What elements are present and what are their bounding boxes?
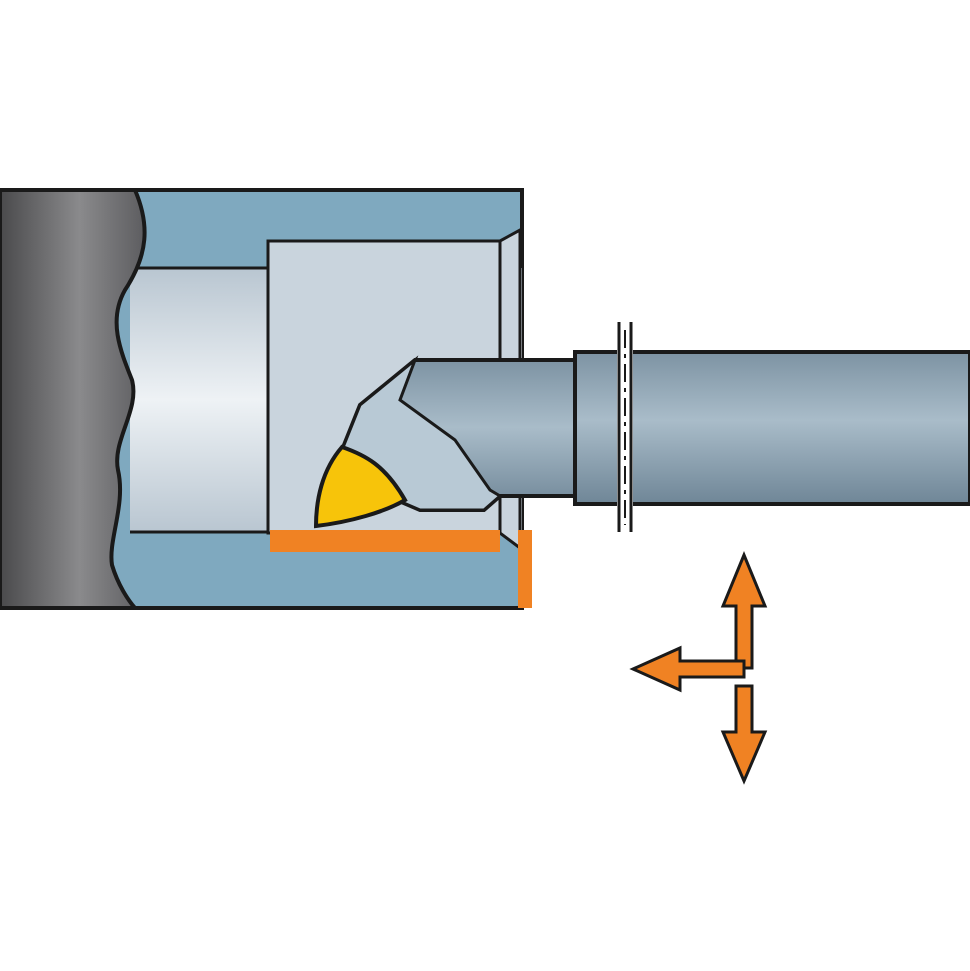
arrow-radial-up [720,551,768,670]
machined-face [518,530,532,608]
triangular-insert-icon [313,444,408,529]
chuck-section [0,188,147,610]
machined-surface [270,530,500,552]
arrow-axial-left [629,645,746,693]
arrow-radial-down [720,684,768,785]
shank-break-gap [617,322,633,532]
boring-bar [573,322,970,532]
boring-bar-shank [573,350,970,506]
feed-direction-arrows-icon [629,551,768,785]
